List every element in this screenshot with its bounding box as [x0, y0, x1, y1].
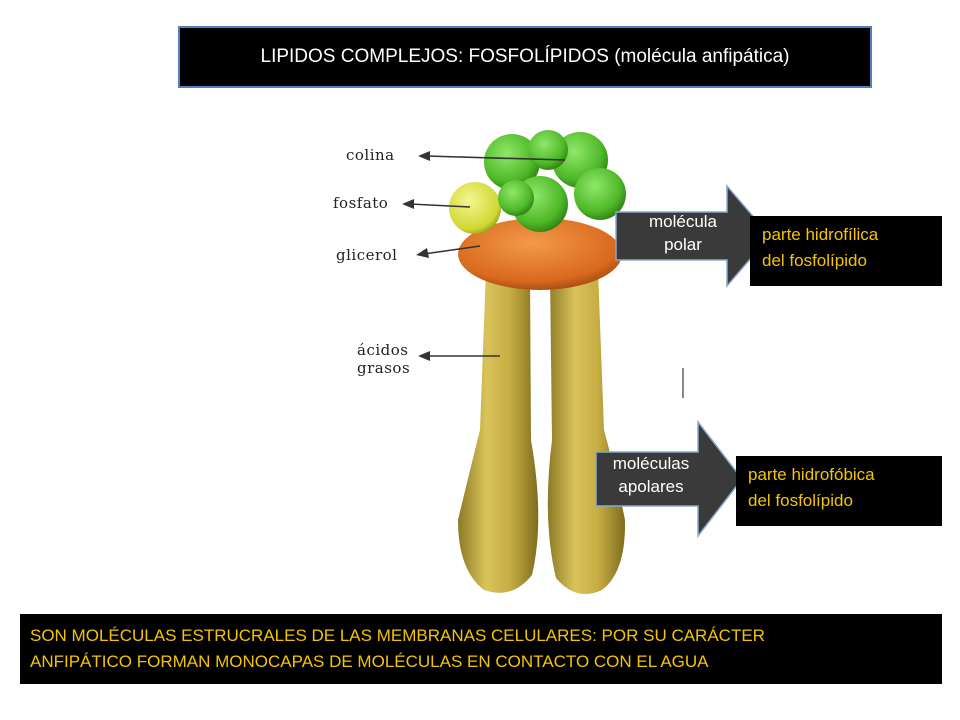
choline-shape: [484, 130, 626, 232]
glycerol-shape: [458, 218, 622, 290]
hydrophilic-box: parte hidrofílica del fosfolípido: [750, 216, 942, 286]
fatty-acid-tails: [458, 270, 626, 594]
phosphate-shape: [449, 182, 501, 234]
summary-line2: ANFIPÁTICO FORMAN MONOCAPAS DE MOLÉCULAS…: [30, 652, 709, 671]
fatty-acid-tail-right: [547, 270, 626, 594]
summary-box: SON MOLÉCULAS ESTRUCRALES DE LAS MEMBRAN…: [20, 614, 942, 684]
apolar-line2: apolares: [618, 477, 684, 496]
hydrophilic-line1: parte hidrofílica: [762, 225, 879, 244]
fatty-acid-tail-left: [458, 270, 539, 593]
label-acidos-grasos: ácidos grasos: [357, 341, 410, 377]
hydrophobic-line2: del fosfolípido: [748, 491, 853, 510]
apolar-arrow: [595, 419, 743, 539]
summary-line1: SON MOLÉCULAS ESTRUCRALES DE LAS MEMBRAN…: [30, 626, 765, 645]
label-grasos: grasos: [357, 359, 411, 377]
page-title: LIPIDOS COMPLEJOS: FOSFOLÍPIDOS (molécul…: [260, 46, 790, 67]
label-glicerol: glicerol: [336, 246, 398, 264]
polar-line1: molécula: [648, 212, 718, 231]
apolar-line1: moléculas: [612, 454, 690, 473]
hydrophilic-line2: del fosfolípido: [762, 251, 867, 270]
polar-line2: polar: [664, 235, 702, 254]
apolar-arrow-text: moléculas apolares: [590, 452, 712, 498]
polar-arrow: [615, 183, 771, 289]
polar-arrow-text: molécula polar: [622, 210, 744, 256]
label-fosfato: fosfato: [333, 194, 389, 212]
label-pointers: [402, 151, 566, 361]
title-box: LIPIDOS COMPLEJOS: FOSFOLÍPIDOS (molécul…: [178, 26, 872, 88]
hydrophobic-box: parte hidrofóbica del fosfolípido: [736, 456, 942, 526]
label-acidos: ácidos: [357, 341, 409, 359]
label-colina: colina: [346, 146, 395, 164]
hydrophobic-line1: parte hidrofóbica: [748, 465, 875, 484]
